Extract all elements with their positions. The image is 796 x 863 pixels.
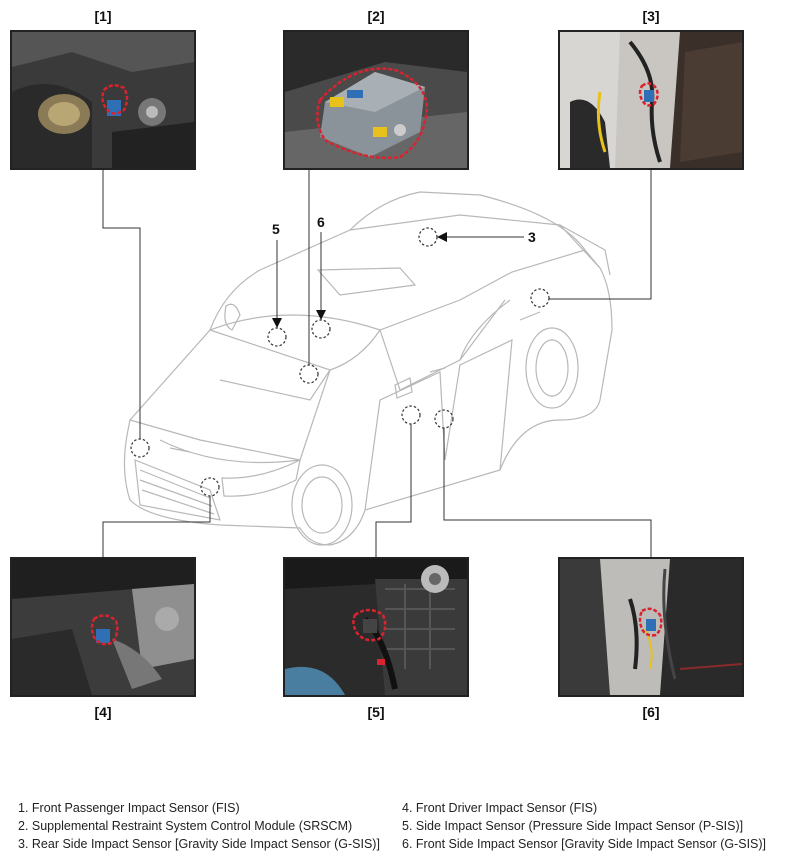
callout-6: 6 — [317, 214, 325, 230]
photo-label-1: [1] — [94, 8, 112, 24]
photo-label-5: [5] — [367, 704, 385, 720]
legend-item-1: 1. Front Passenger Impact Sensor (FIS) — [18, 801, 240, 815]
photo-srscm — [283, 30, 469, 170]
sensor-location-6-roof — [311, 319, 331, 339]
legend-item-6: 6. Front Side Impact Sensor [Gravity Sid… — [402, 837, 767, 851]
sensor-location-3 — [530, 288, 550, 308]
sensor-location-5-roof — [267, 327, 287, 347]
leader-line-6 — [443, 428, 652, 557]
legend-right-column: 4. Front Driver Impact Sensor (FIS) 5. S… — [402, 799, 766, 853]
callout-5: 5 — [272, 221, 280, 237]
sensor-location-1 — [130, 438, 150, 458]
leader-line-4 — [102, 496, 211, 557]
legend-item-2: 2. Supplemental Restraint System Control… — [18, 819, 353, 833]
leader-line-3 — [549, 170, 652, 300]
legend-left-column: 1. Front Passenger Impact Sensor (FIS) 2… — [18, 799, 380, 853]
sensor-location-3-roof — [418, 227, 438, 247]
photo-front-passenger-impact-sensor — [10, 30, 196, 170]
legend-item-4: 4. Front Driver Impact Sensor (FIS) — [402, 801, 598, 815]
photo-label-6: [6] — [642, 704, 660, 720]
legend-item-5: 5. Side Impact Sensor (Pressure Side Imp… — [402, 819, 744, 833]
leader-line-1 — [102, 170, 141, 439]
photo-front-driver-impact-sensor — [10, 557, 196, 697]
legend-item-3: 3. Rear Side Impact Sensor [Gravity Side… — [18, 837, 380, 851]
callout-3: 3 — [528, 229, 536, 245]
photo-label-4: [4] — [94, 704, 112, 720]
photo-rear-side-impact-sensor — [558, 30, 744, 170]
photo-front-side-impact-sensor-g-sis — [558, 557, 744, 697]
photo-side-impact-sensor-p-sis — [283, 557, 469, 697]
sensor-location-5 — [401, 405, 421, 425]
sensor-location-2 — [299, 364, 319, 384]
leader-line-5 — [375, 424, 412, 557]
photo-label-3: [3] — [642, 8, 660, 24]
photo-label-2: [2] — [367, 8, 385, 24]
